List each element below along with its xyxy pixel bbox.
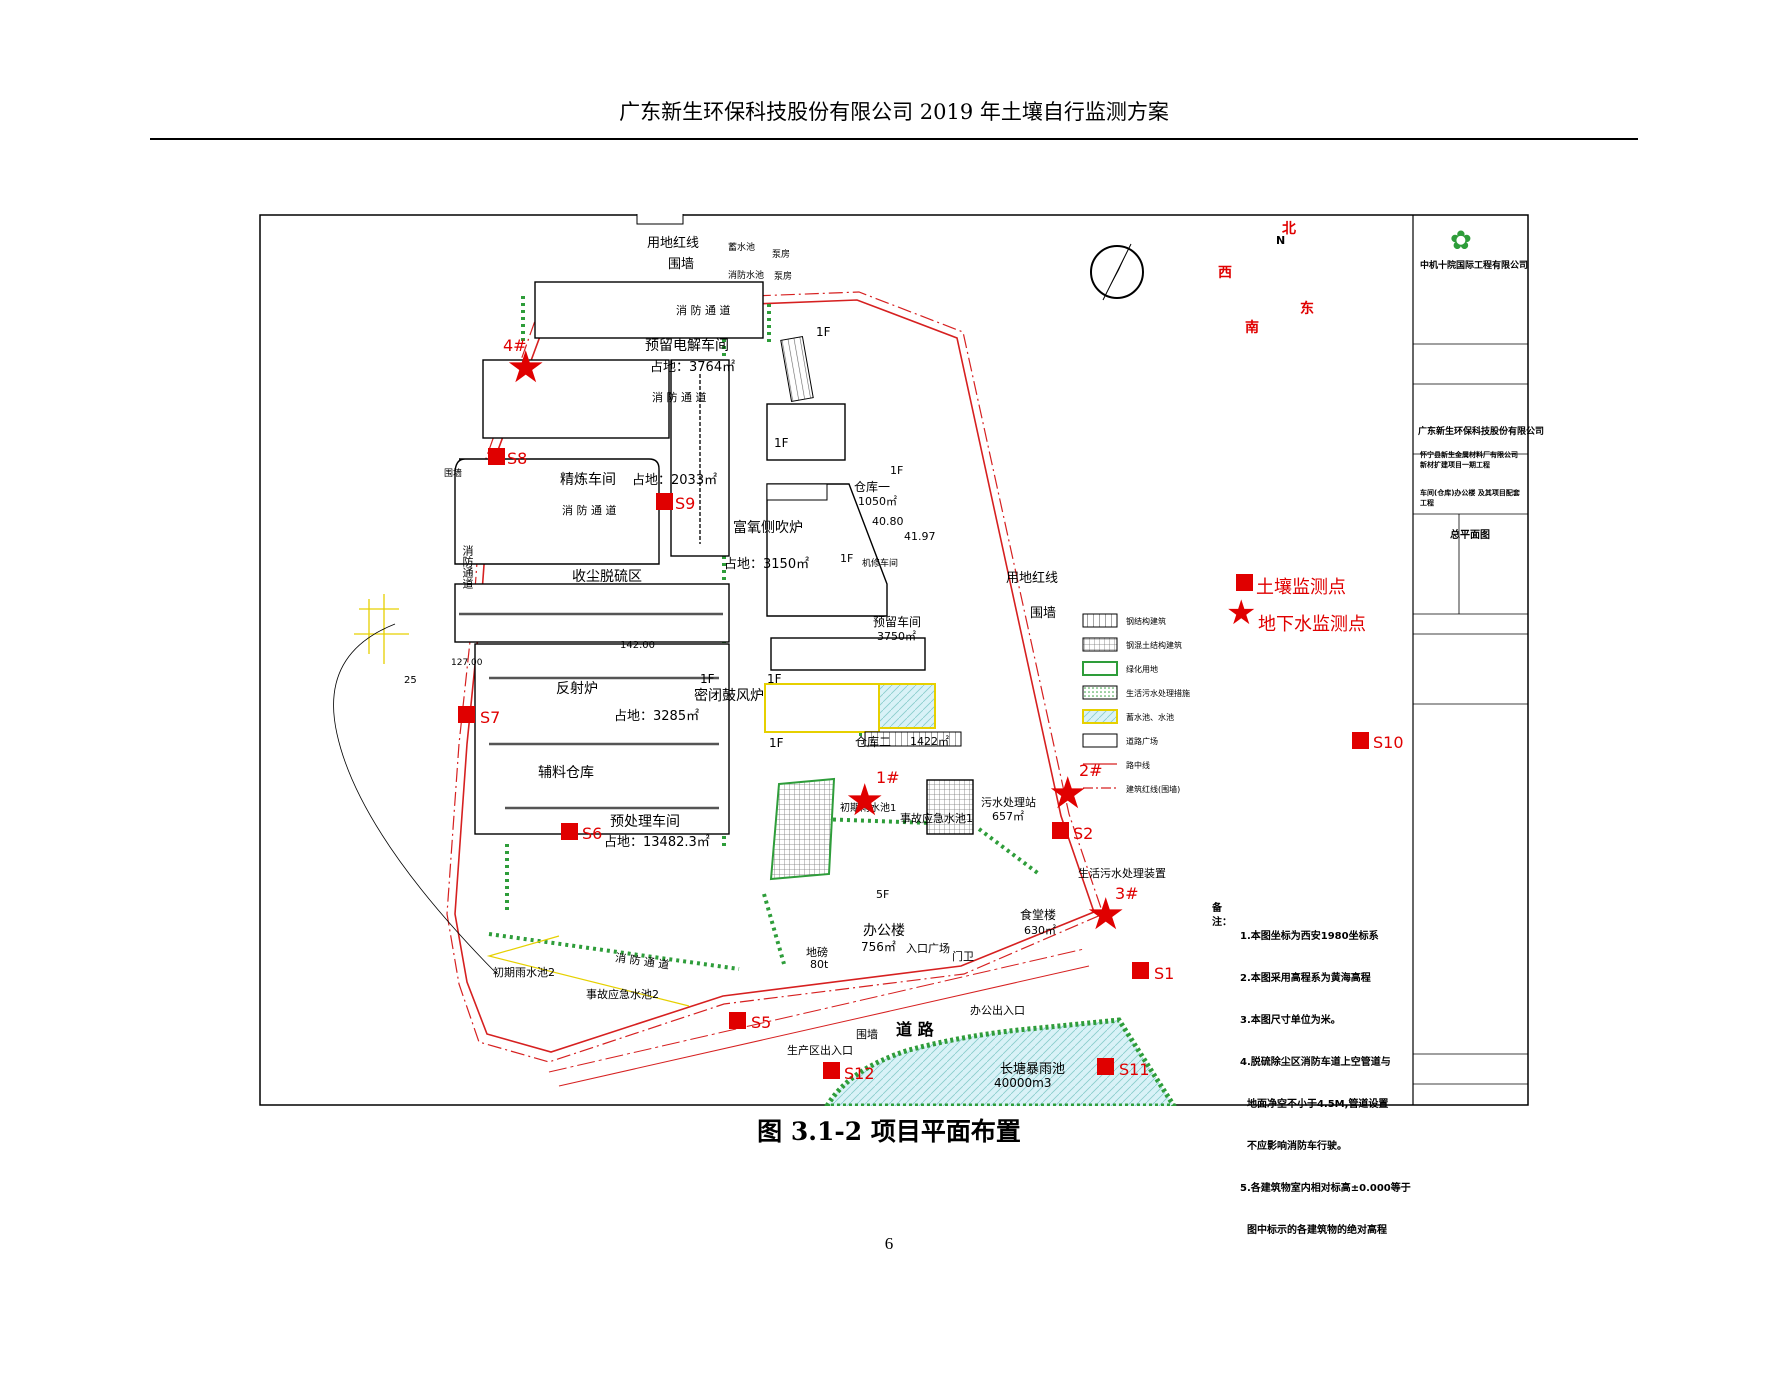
page-number: 6 (884, 1234, 894, 1253)
title-block (1413, 343, 1528, 1085)
building-refining (482, 359, 670, 439)
page-header-title: 广东新生环保科技股份有限公司 2019 年土壤自行监测方案 (619, 100, 1169, 124)
building-electrolysis (534, 281, 764, 339)
sewage-annex (864, 731, 962, 747)
note-line: 5.各建筑物室内相对标高±0.000等于 (1240, 1183, 1411, 1194)
sewage-station (878, 683, 936, 729)
rain-pond (824, 1017, 1177, 1106)
building-reserved (766, 483, 888, 617)
site-plan-drawing (259, 214, 1529, 1106)
site-red-line (446, 291, 1104, 1063)
main-road-line (548, 948, 1085, 1073)
page-header: 广东新生环保科技股份有限公司 2019 年土壤自行监测方案 (150, 96, 1638, 140)
main-road-edge (558, 965, 1090, 1087)
pump-water-tank (636, 214, 684, 225)
building-office (769, 777, 836, 881)
steel-structure-strip (780, 335, 814, 403)
yellow-dims (354, 594, 409, 664)
building-warehouse2 (770, 637, 926, 671)
compass-icon (1090, 243, 1144, 301)
building-desulfur (454, 458, 660, 565)
building-pretreatment (474, 643, 730, 835)
legend-swatches (1082, 613, 1118, 789)
figure-caption: 图 3.1-2 项目平面布置 (757, 1117, 1021, 1146)
pool-initial-emergency (764, 683, 880, 733)
building-canteen (926, 779, 974, 835)
building-warehouse1 (766, 403, 846, 461)
